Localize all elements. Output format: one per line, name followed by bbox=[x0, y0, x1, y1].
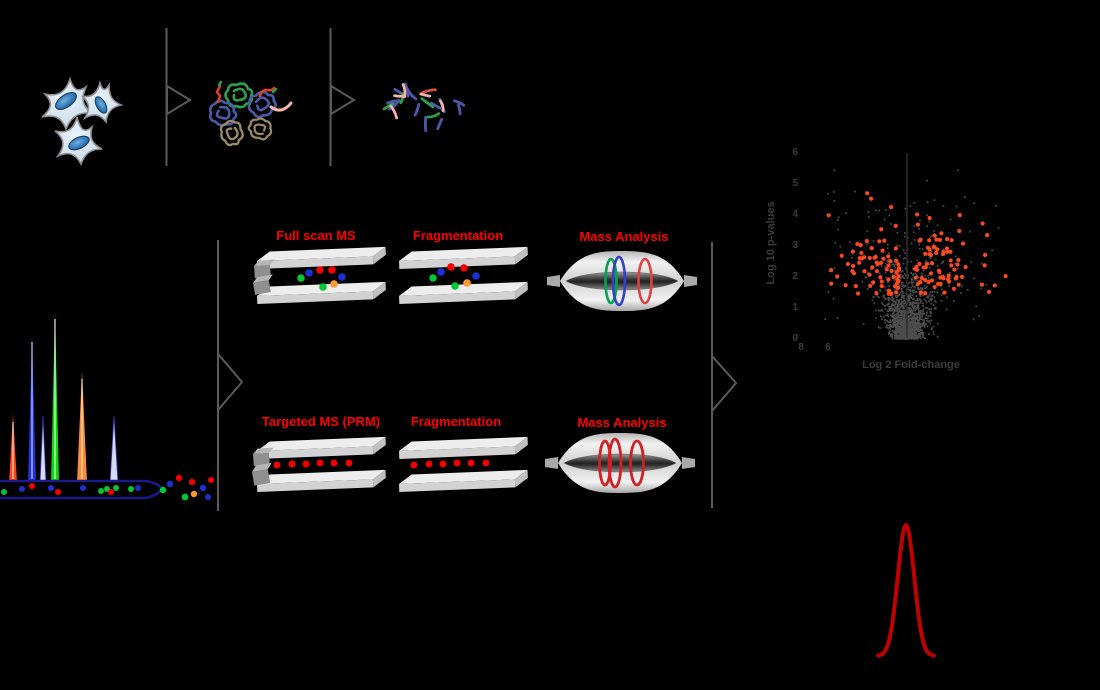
chromatogram-peaks bbox=[9, 311, 119, 484]
arrow-right-icon bbox=[711, 242, 738, 508]
retention-peak-chart bbox=[876, 523, 936, 658]
volcano-y-tick: 5 bbox=[792, 178, 798, 189]
label-fragmentation-bottom: Fragmentation bbox=[410, 414, 502, 429]
cell-nucleus bbox=[94, 96, 108, 114]
label-targeted-ms-prm: Targeted MS (PRM) bbox=[261, 414, 381, 429]
arrow-right-icon bbox=[165, 28, 192, 166]
volcano-y-tick: 3 bbox=[792, 240, 798, 251]
volcano-x-tick: 8 bbox=[798, 342, 804, 353]
arrow-right-icon bbox=[217, 240, 244, 511]
proteins-illustration bbox=[204, 80, 293, 148]
precursor-ions bbox=[297, 266, 346, 291]
quadrupole-fragmentation-bottom bbox=[398, 436, 529, 492]
volcano-y-tick: 0 bbox=[792, 333, 798, 344]
label-full-scan-ms: Full scan MS bbox=[276, 228, 356, 243]
cells-illustration bbox=[41, 76, 124, 167]
volcano-y-tick: 1 bbox=[792, 302, 798, 313]
orbitrap-analyzer-top bbox=[546, 250, 698, 312]
orbitrap-analyzer-bottom bbox=[544, 432, 696, 494]
arrow-right-icon bbox=[329, 28, 356, 166]
volcano-plot bbox=[824, 153, 1008, 340]
label-mass-analysis-top: Mass Analysis bbox=[579, 229, 669, 244]
volcano-y-tick: 6 bbox=[792, 147, 798, 158]
quadrupole-fragmentation-top bbox=[398, 246, 529, 304]
peptide-ions-in-column bbox=[1, 483, 141, 495]
label-fragmentation-top: Fragmentation bbox=[412, 228, 504, 243]
peptides-illustration bbox=[382, 82, 466, 133]
lc-chromatogram bbox=[0, 311, 214, 501]
cell-nucleus bbox=[68, 135, 90, 151]
fragment-ions bbox=[429, 263, 480, 290]
label-mass-analysis-bottom: Mass Analysis bbox=[577, 415, 667, 430]
volcano-y-tick: 4 bbox=[792, 209, 798, 220]
volcano-x-tick: 6 bbox=[825, 342, 831, 353]
quadrupole-targeted-prm bbox=[251, 436, 387, 492]
selected-precursor-ions bbox=[273, 459, 353, 469]
volcano-y-tick: 2 bbox=[792, 271, 798, 282]
quadrupole-full-scan bbox=[252, 246, 387, 304]
cell-nucleus bbox=[55, 92, 77, 110]
electrospray-ions bbox=[159, 474, 214, 501]
selected-fragment-ions bbox=[410, 459, 490, 469]
volcano-x-axis-label: Log 2 Fold-change bbox=[862, 359, 960, 371]
